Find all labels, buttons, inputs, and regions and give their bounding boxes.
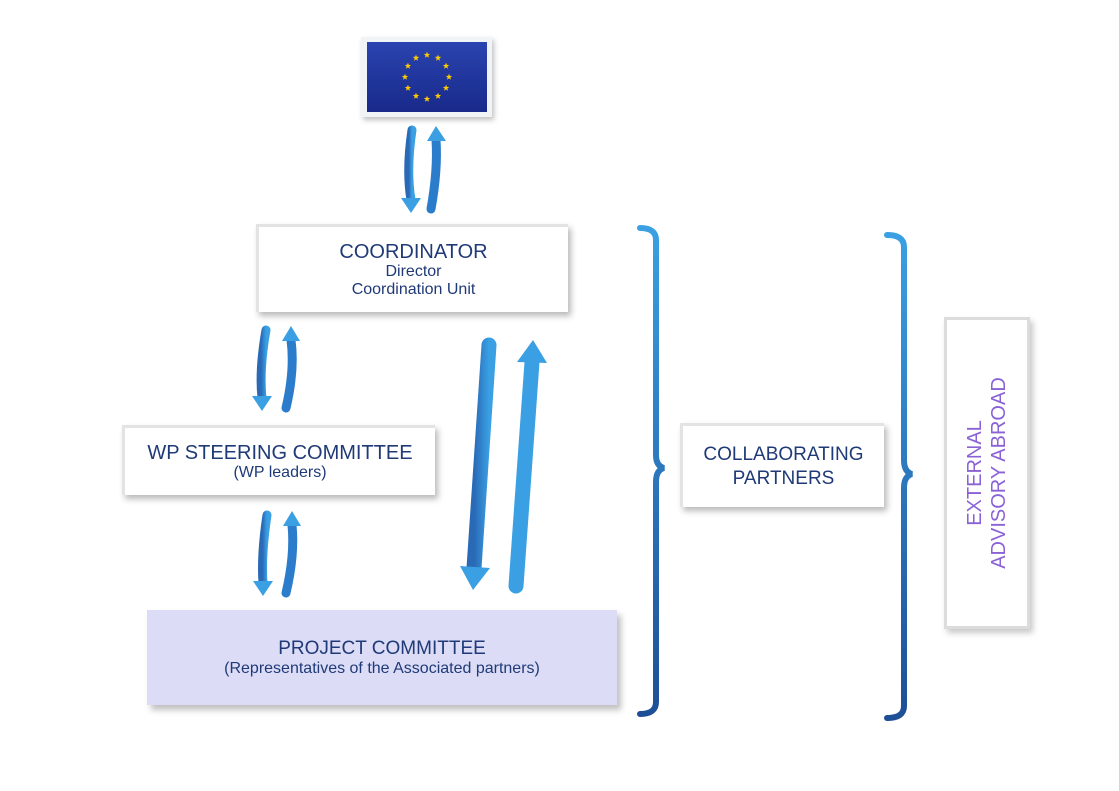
- star-icon: [442, 84, 450, 91]
- external-advisory-box: EXTERNAL ADVISORY ABROAD: [944, 317, 1030, 629]
- arrowhead-up-icon: [282, 326, 300, 341]
- project-committee-title: PROJECT COMMITTEE: [278, 637, 486, 659]
- collaborating-line2: PARTNERS: [732, 467, 835, 489]
- arrowhead-up-icon: [517, 340, 547, 363]
- star-icon: [434, 54, 442, 61]
- arrow-down-icon: [256, 325, 271, 403]
- star-icon: [401, 73, 409, 80]
- collaborating-brace-icon: [637, 225, 665, 717]
- star-icon: [404, 84, 412, 91]
- project-committee-subtitle: (Representatives of the Associated partn…: [224, 659, 540, 677]
- wp-project-arrows: [253, 510, 301, 598]
- coordinator-director: Director: [385, 262, 442, 280]
- arrow-up-icon: [426, 135, 441, 214]
- arrow-up-icon: [281, 520, 298, 598]
- star-icon: [412, 92, 420, 99]
- wp-steering-title: WP STEERING COMMITTEE: [147, 441, 413, 464]
- star-icon: [423, 51, 431, 58]
- arrowhead-down-icon: [401, 198, 421, 213]
- eu-flag-frame: [361, 37, 492, 117]
- arrowhead-down-icon: [252, 396, 272, 411]
- wp-steering-committee-box: WP STEERING COMMITTEE (WP leaders): [122, 425, 435, 495]
- coordinator-title: COORDINATOR: [339, 240, 488, 263]
- coordinator-project-arrows: [460, 337, 547, 594]
- star-icon: [445, 73, 453, 80]
- project-committee-box: PROJECT COMMITTEE (Representatives of th…: [147, 610, 617, 705]
- arrowhead-up-icon: [427, 126, 446, 141]
- coordinator-wp-arrows: [252, 325, 300, 413]
- arrowhead-up-icon: [283, 511, 301, 526]
- arrowhead-down-icon: [460, 566, 490, 590]
- arrow-down-icon: [466, 337, 497, 576]
- wp-steering-subtitle: (WP leaders): [233, 463, 327, 481]
- arrowhead-down-icon: [253, 581, 273, 596]
- eu-flag-icon: [367, 42, 487, 112]
- arrow-down-icon: [258, 510, 272, 588]
- eu-stars: [401, 51, 453, 102]
- collaborating-line1: COLLABORATING: [703, 443, 864, 465]
- star-icon: [423, 95, 431, 102]
- external-brace-icon: [884, 232, 913, 721]
- coordinator-box: COORDINATOR Director Coordination Unit: [256, 224, 568, 312]
- star-icon: [434, 92, 442, 99]
- star-icon: [412, 54, 420, 61]
- eu-coordinator-arrows: [401, 125, 446, 214]
- arrow-up-icon: [281, 335, 297, 413]
- star-icon: [442, 62, 450, 69]
- arrow-up-icon: [508, 354, 540, 594]
- star-icon: [404, 62, 412, 69]
- arrow-down-icon: [404, 125, 417, 205]
- coordinator-unit: Coordination Unit: [351, 280, 476, 298]
- collaborating-partners-box: COLLABORATING PARTNERS: [680, 423, 884, 507]
